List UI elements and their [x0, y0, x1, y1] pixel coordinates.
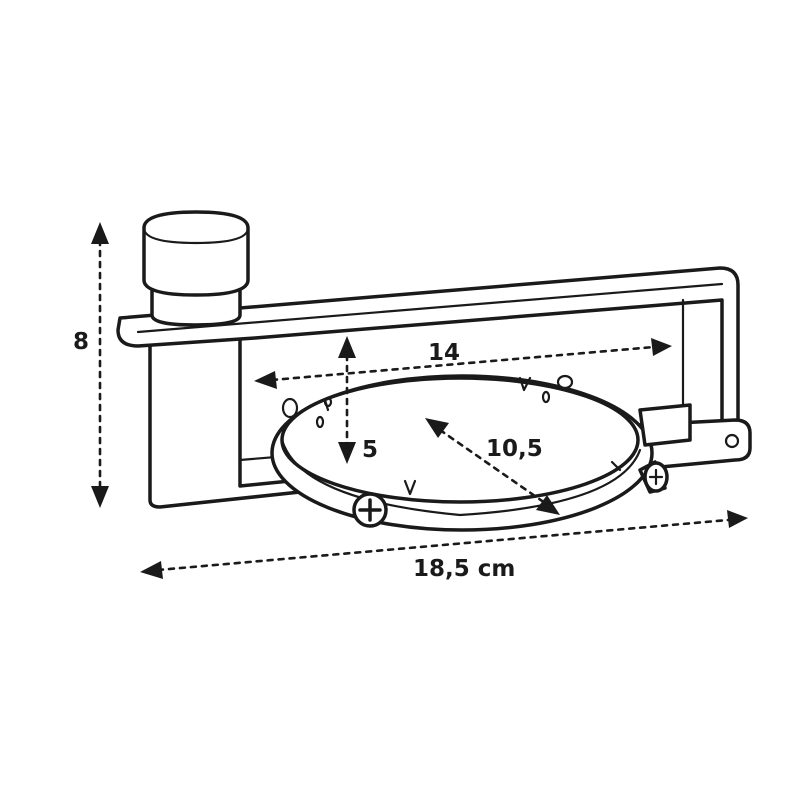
bracket-frame — [116, 266, 752, 509]
dimension-total-width: 18,5 cm — [140, 510, 748, 582]
dimension-ring-diameter-label: 10,5 — [486, 436, 543, 462]
dimension-inner-width-label: 14 — [428, 340, 460, 366]
dimension-ring-depth-label: 5 — [362, 437, 378, 463]
dimension-height-label: 8 — [73, 329, 89, 355]
dimension-height: 8 — [73, 222, 109, 508]
ring-holder — [270, 374, 692, 532]
phillips-screw-icon — [352, 492, 388, 528]
phillips-screw-icon-right — [638, 460, 669, 494]
dimension-total-width-label: 18,5 cm — [413, 556, 515, 582]
dimension-ring-depth: 5 — [338, 336, 378, 464]
dimension-ring-diameter: 10,5 — [425, 418, 560, 515]
clamp-knob-icon — [142, 210, 250, 327]
dimension-inner-width: 14 — [254, 338, 672, 389]
